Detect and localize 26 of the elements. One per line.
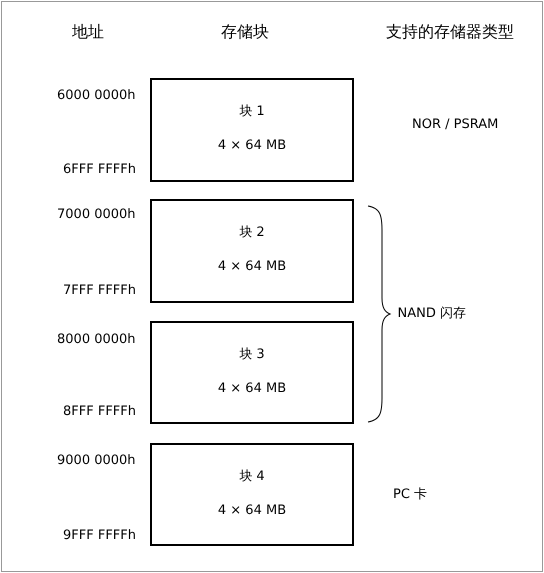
block-size: 4 × 64 MB xyxy=(216,259,288,274)
column-header: 存储块 xyxy=(221,22,269,43)
memory-type-label: PC 卡 xyxy=(393,486,428,503)
address-label: 8FFF FFFFh xyxy=(63,404,136,419)
address-label: 6FFF FFFFh xyxy=(63,162,136,177)
address-label: 7000 0000h xyxy=(57,207,136,222)
block-name: 块 3 xyxy=(238,346,266,363)
address-label: 9000 0000h xyxy=(57,453,136,468)
block-size: 4 × 64 MB xyxy=(216,381,288,396)
memory-block xyxy=(150,199,354,303)
memory-block xyxy=(150,78,354,182)
block-size: 4 × 64 MB xyxy=(216,503,288,518)
block-name: 块 4 xyxy=(238,468,266,485)
memory-block xyxy=(150,443,354,546)
address-label: 8000 0000h xyxy=(57,332,136,347)
memory-type-label: NOR / PSRAM xyxy=(412,117,498,132)
address-label: 6000 0000h xyxy=(57,88,136,103)
memory-block xyxy=(150,321,354,424)
memory-type-label: NAND 闪存 xyxy=(398,305,466,322)
column-header: 支持的存储器类型 xyxy=(386,22,514,43)
block-size: 4 × 64 MB xyxy=(216,138,288,153)
block-name: 块 2 xyxy=(238,224,266,241)
address-label: 7FFF FFFFh xyxy=(63,283,136,298)
column-header: 地址 xyxy=(72,22,104,43)
block-name: 块 1 xyxy=(238,103,266,120)
address-label: 9FFF FFFFh xyxy=(63,528,136,543)
